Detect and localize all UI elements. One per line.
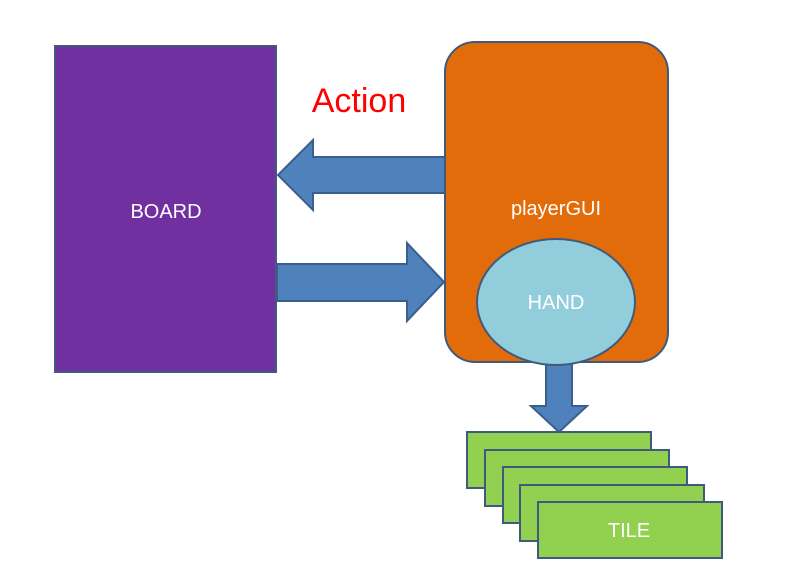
board-box <box>54 45 277 373</box>
hand-arrow-to-tile <box>528 361 590 434</box>
action-arrow-to-board <box>276 137 446 213</box>
hand-ellipse <box>476 238 636 366</box>
tile-card <box>537 501 723 559</box>
board-label: BOARD <box>130 201 201 223</box>
tile-label: TILE <box>608 520 650 542</box>
action-label: Action <box>312 82 407 120</box>
hand-label: HAND <box>528 292 585 314</box>
player-gui-label: playerGUI <box>511 198 601 220</box>
board-arrow-to-player-gui <box>276 240 446 324</box>
tile-stack: TILE <box>466 431 723 559</box>
